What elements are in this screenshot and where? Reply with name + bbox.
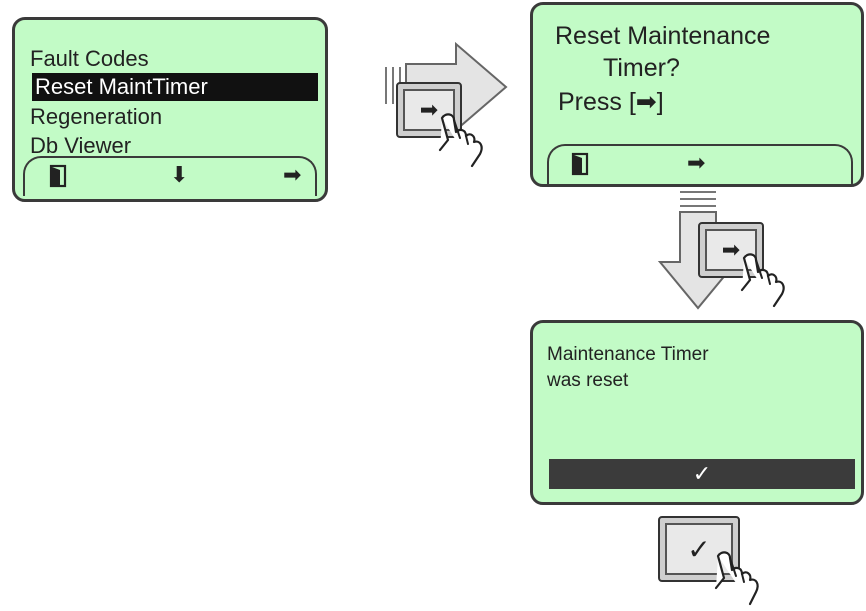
confirm-line-3: Press [➡] bbox=[558, 88, 664, 116]
enter-button-arrow-icon: ➡ bbox=[705, 229, 757, 271]
ok-checkmark-icon: ✓ bbox=[665, 523, 733, 575]
result-screen: Maintenance Timer was reset ✓ bbox=[530, 320, 864, 505]
result-line-1: Maintenance Timer bbox=[547, 344, 709, 365]
menu-item-fault-codes[interactable]: Fault Codes bbox=[30, 46, 149, 71]
softkey-bar: ⬇ ➡ bbox=[23, 156, 317, 196]
enter-button-arrow-icon: ➡ bbox=[403, 89, 455, 131]
menu-item-db-viewer[interactable]: Db Viewer bbox=[30, 133, 132, 158]
confirm-line-1: Reset Maintenance bbox=[555, 22, 771, 50]
exit-door-icon[interactable] bbox=[49, 164, 69, 192]
right-arrow-icon[interactable]: ➡ bbox=[283, 162, 302, 187]
ok-checkmark-bar[interactable]: ✓ bbox=[549, 459, 855, 489]
right-arrow-icon[interactable]: ➡ bbox=[687, 150, 706, 175]
pressing-hand-icon bbox=[438, 113, 483, 168]
confirm-screen: Reset Maintenance Timer? Press [➡] ➡ bbox=[530, 2, 864, 187]
confirm-line-2: Timer? bbox=[603, 54, 680, 82]
softkey-bar: ➡ bbox=[547, 144, 853, 184]
pressing-hand-icon bbox=[714, 551, 759, 606]
down-arrow-icon[interactable]: ⬇ bbox=[170, 162, 189, 187]
result-line-2: was reset bbox=[547, 370, 629, 391]
pressing-hand-icon bbox=[740, 253, 785, 308]
ok-button[interactable]: ✓ bbox=[658, 516, 740, 582]
menu-item-regeneration[interactable]: Regeneration bbox=[30, 104, 163, 129]
exit-door-icon[interactable] bbox=[571, 152, 591, 180]
menu-item-reset-maint-timer-selected[interactable]: Reset MaintTimer bbox=[32, 73, 318, 101]
menu-screen: Fault Codes Reset MaintTimer Regeneratio… bbox=[12, 17, 328, 202]
